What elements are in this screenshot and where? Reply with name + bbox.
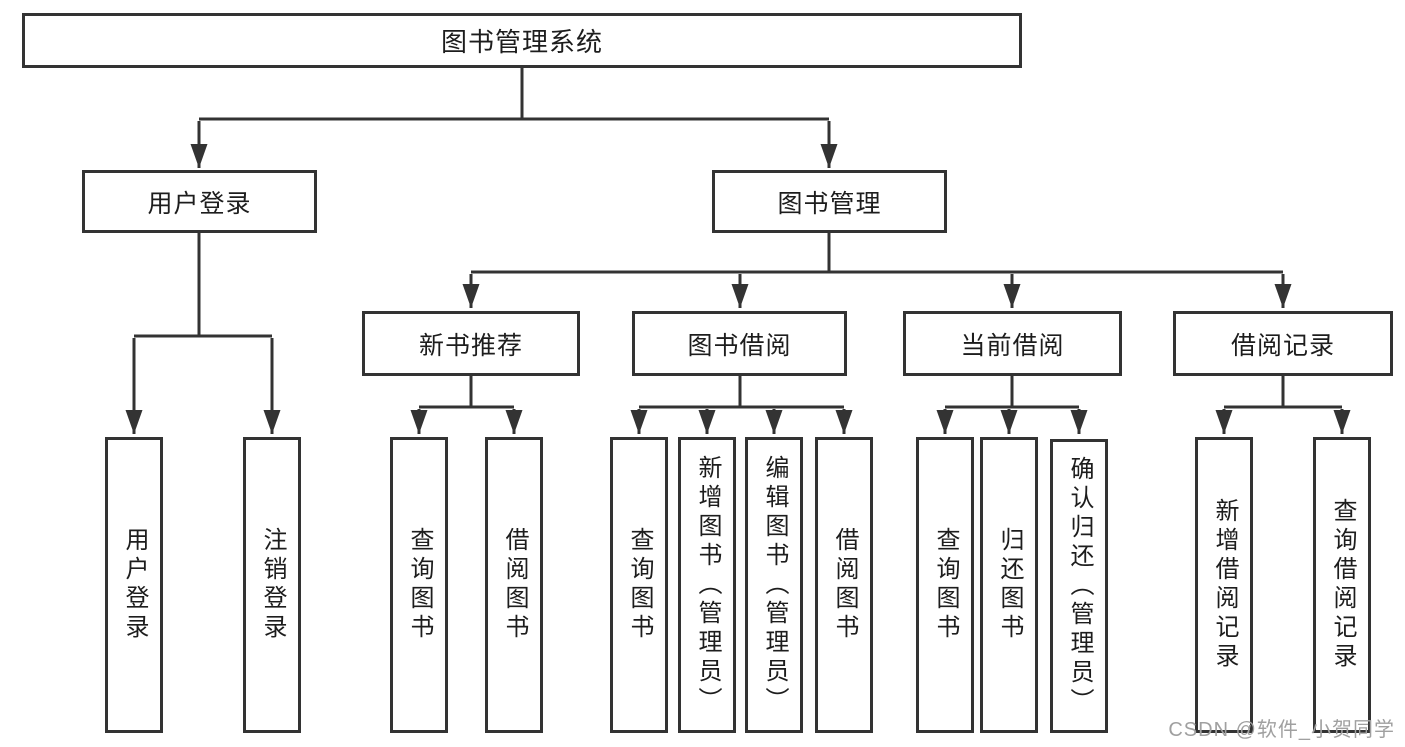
leaf-nb-query-books: 查询图书 bbox=[390, 437, 448, 733]
leaf-cb-confirm-return-admin: 确认归还（管理员） bbox=[1050, 439, 1108, 733]
leaf-user-login: 用户登录 bbox=[105, 437, 163, 733]
leaf-nb-borrow-books: 借阅图书 bbox=[485, 437, 543, 733]
leaf-logout: 注销登录 bbox=[243, 437, 301, 733]
leaf-br-add-record: 新增借阅记录 bbox=[1195, 437, 1253, 733]
leaf-cb-return-books: 归还图书 bbox=[980, 437, 1038, 733]
leaf-bb-edit-books-admin: 编辑图书（管理员） bbox=[745, 437, 803, 733]
node-new-book-recommendation: 新书推荐 bbox=[362, 311, 580, 376]
connector-lines bbox=[134, 66, 1342, 409]
node-book-management: 图书管理 bbox=[712, 170, 947, 233]
node-user-login: 用户登录 bbox=[82, 170, 317, 233]
leaf-bb-query-books: 查询图书 bbox=[610, 437, 668, 733]
watermark: CSDN @软件_小贺同学 bbox=[1168, 719, 1395, 741]
leaf-cb-query-books: 查询图书 bbox=[916, 437, 974, 733]
node-current-borrowing: 当前借阅 bbox=[903, 311, 1122, 376]
node-borrowing-records: 借阅记录 bbox=[1173, 311, 1393, 376]
leaf-br-query-record: 查询借阅记录 bbox=[1313, 437, 1371, 733]
leaf-bb-add-books-admin: 新增图书（管理员） bbox=[678, 437, 736, 733]
node-book-borrowing: 图书借阅 bbox=[632, 311, 847, 376]
leaf-bb-borrow-books: 借阅图书 bbox=[815, 437, 873, 733]
node-library-system: 图书管理系统 bbox=[22, 13, 1022, 68]
